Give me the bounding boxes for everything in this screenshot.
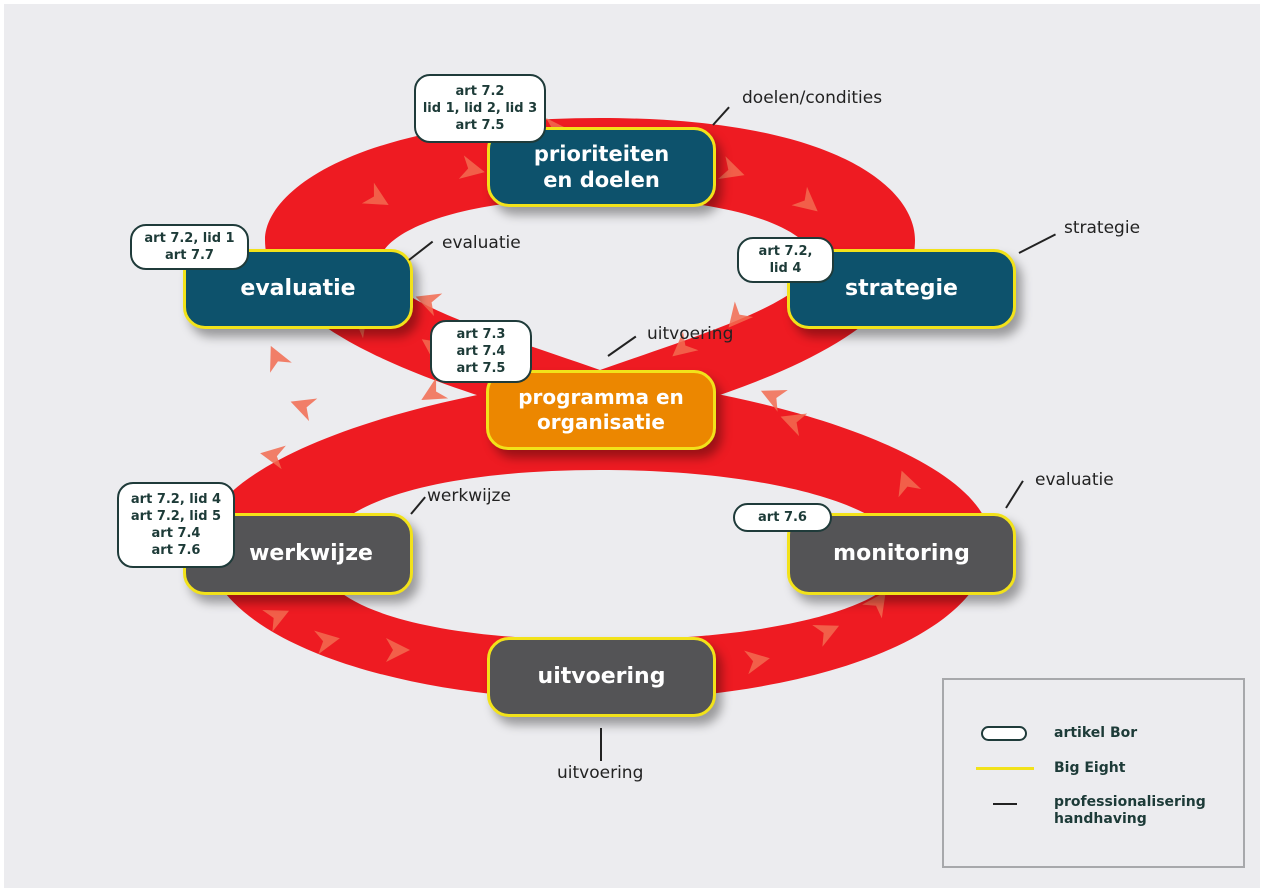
flow-chevron	[791, 186, 818, 212]
flow-chevron	[270, 345, 292, 373]
flow-chevron	[812, 625, 840, 647]
legend-line: handhaving	[1054, 811, 1147, 827]
article-line: art 7.6	[758, 510, 807, 525]
lower-ring	[205, 376, 990, 700]
label-doelen-condities: doelen/condities	[742, 88, 883, 108]
legend-professionalisering: professionalisering handhaving	[1054, 794, 1206, 828]
label-evaluatie-right: evaluatie	[1035, 470, 1114, 490]
article-line: art 7.4	[151, 526, 201, 541]
flow-chevron	[421, 377, 449, 400]
node-label: programma en	[518, 385, 684, 409]
flow-chevron	[744, 650, 770, 675]
flow-chevron	[262, 610, 290, 632]
tick-uitvoering-bottom	[600, 728, 602, 761]
flow-chevron	[290, 398, 318, 422]
node-label: prioriteiten	[533, 141, 670, 166]
label-uitvoering-bottom: uitvoering	[557, 763, 644, 783]
article-line: art 7.2, lid 4	[130, 492, 222, 507]
legend-artikel-bor: artikel Bor	[1054, 725, 1138, 741]
legend-line: professionalisering	[1054, 794, 1206, 810]
flow-chevron	[717, 156, 745, 180]
flow-chevron	[728, 301, 754, 328]
article-line: art 7.3	[456, 327, 506, 342]
node-label: en doelen	[543, 168, 660, 192]
article-line: art 7.2, lid 5	[130, 509, 222, 524]
flow-chevron	[862, 591, 886, 619]
article-bubble-monitoring: art 7.6	[733, 503, 832, 532]
article-bubble-programma: art 7.3 art 7.4 art 7.5	[430, 320, 532, 383]
legend-yellow-line	[976, 767, 1034, 770]
article-line: art 7.7	[165, 248, 214, 263]
article-line: art 7.5	[455, 118, 505, 133]
flow-chevron	[260, 445, 286, 470]
node-label: evaluatie	[240, 276, 356, 302]
article-line: art 7.5	[456, 361, 506, 376]
article-bubble-evaluatie: art 7.2, lid 1 art 7.7	[130, 224, 249, 270]
node-evaluatie[interactable]: evaluatie	[183, 249, 413, 329]
article-bubble-prioriteiten: art 7.2 lid 1, lid 2, lid 3 art 7.5	[414, 74, 546, 143]
label-uitvoering-mid: uitvoering	[647, 324, 734, 344]
label-werkwijze: werkwijze	[427, 486, 511, 506]
node-label: strategie	[845, 276, 958, 302]
flow-chevron	[760, 390, 788, 412]
flow-chevron	[415, 293, 443, 317]
legend-dash	[993, 803, 1017, 805]
node-label: uitvoering	[537, 664, 666, 690]
legend: artikel Bor Big Eight professionaliserin…	[942, 678, 1245, 868]
flow-chevron	[898, 470, 922, 498]
article-line: art 7.4	[456, 344, 506, 359]
article-bubble-strategie: art 7.2, lid 4	[737, 237, 834, 283]
legend-big-eight: Big Eight	[1054, 760, 1126, 776]
legend-pill-swatch	[981, 726, 1027, 741]
flow-chevron	[361, 182, 389, 205]
node-label: monitoring	[833, 541, 970, 567]
label-strategie: strategie	[1064, 218, 1141, 238]
flow-chevron	[458, 155, 485, 179]
article-line: art 7.2, lid 1	[144, 231, 235, 246]
flow-chevron	[314, 630, 340, 655]
article-line: art 7.2	[455, 84, 505, 99]
flow-chevron	[386, 638, 410, 662]
node-label: werkwijze	[249, 541, 373, 567]
node-label: organisatie	[537, 410, 665, 434]
flow-chevron	[672, 331, 699, 357]
article-line: art 7.2,	[758, 244, 813, 259]
article-bubble-werkwijze: art 7.2, lid 4 art 7.2, lid 5 art 7.4 ar…	[117, 482, 235, 568]
article-line: art 7.6	[151, 543, 201, 558]
label-evaluatie-top: evaluatie	[442, 233, 521, 253]
node-uitvoering[interactable]: uitvoering	[487, 637, 716, 717]
flow-chevron	[780, 413, 808, 437]
article-line: lid 1, lid 2, lid 3	[422, 101, 538, 116]
upper-ring	[265, 118, 915, 430]
article-line: lid 4	[769, 261, 802, 276]
